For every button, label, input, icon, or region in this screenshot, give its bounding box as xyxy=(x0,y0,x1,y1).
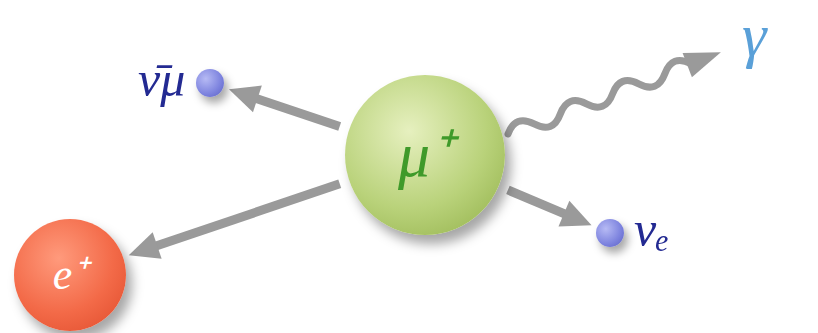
particle-symbol: e⁺ xyxy=(53,253,88,297)
photon-wavy-arrow xyxy=(503,40,725,146)
particle-label: νₑ xyxy=(634,204,669,254)
photon-symbol: γ xyxy=(742,4,766,66)
antineutrino-particle: ν̄μ xyxy=(138,42,228,116)
particle-sphere xyxy=(196,69,224,97)
decay-arrow xyxy=(129,184,340,259)
positron-circle: e⁺ xyxy=(14,219,126,331)
decay-arrow xyxy=(508,190,592,227)
particle-sphere xyxy=(596,219,624,247)
decay-arrow xyxy=(229,86,340,127)
neutrino-particle: νₑ xyxy=(596,196,674,262)
particle-label: ν̄μ xyxy=(138,54,185,104)
muon-circle: μ⁺ xyxy=(345,75,505,235)
particle-symbol: μ⁺ xyxy=(398,123,452,187)
